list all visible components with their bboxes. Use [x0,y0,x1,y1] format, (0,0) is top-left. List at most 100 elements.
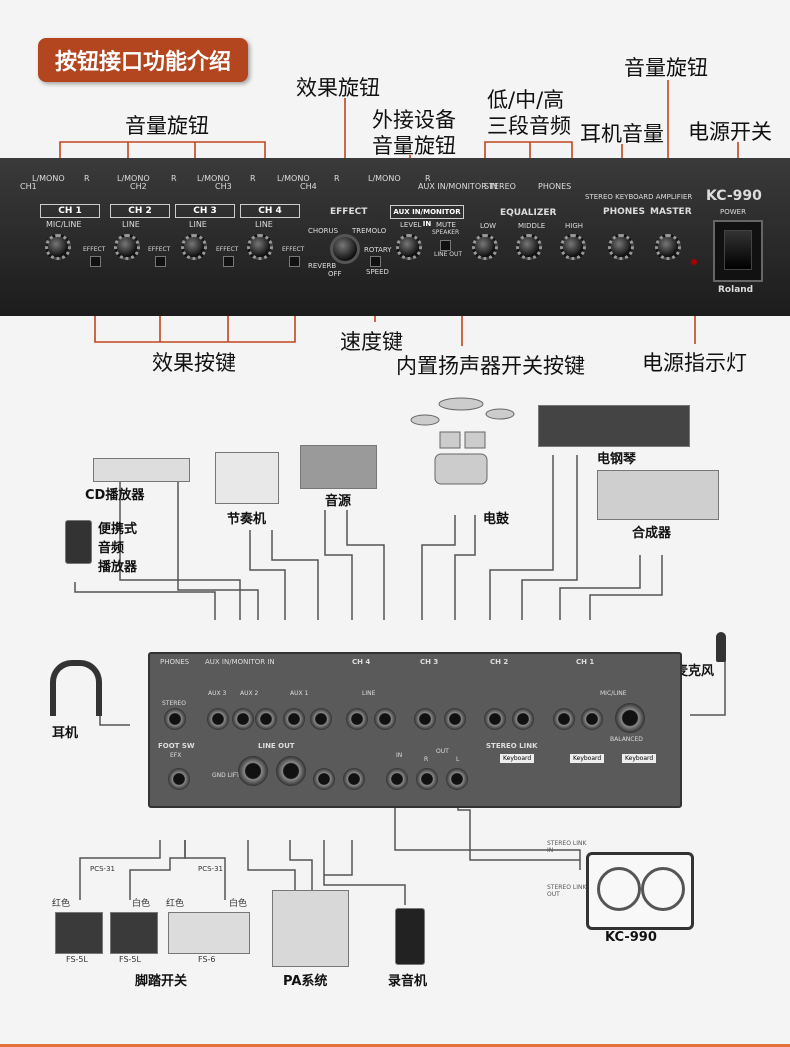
pedal-red-2: 红色 [166,896,184,909]
top-lmono-1: L/MONO [32,174,65,183]
ch2-effect-button[interactable] [155,256,166,267]
rear-ch3-r-jack[interactable] [414,708,436,730]
panel-brand: Roland [718,285,753,295]
effect-mode-tremolo: TREMOLO [352,227,386,235]
rear-footsw-jack[interactable] [168,768,190,790]
amp-model: KC-990 [706,188,762,204]
rear-ch1-l-jack[interactable] [581,708,603,730]
master-volume-knob[interactable] [655,234,681,260]
rear-lineout-r-jack[interactable] [313,768,335,790]
speaker-label: SPEAKER [432,229,459,236]
synth-device [597,470,719,520]
rear-keyboard-3: Keyboard [622,754,656,763]
aux-level-label: LEVEL [400,221,421,229]
rear-aux3: AUX 3 [208,690,226,697]
rear-lineout-l-xlr[interactable] [276,756,306,786]
ch2-volume-knob[interactable] [114,234,140,260]
top-lmono-2: L/MONO [117,174,150,183]
speed-button[interactable] [370,256,381,267]
rear-ch1-xlr-jack[interactable] [615,703,645,733]
rear-link-out-r-jack[interactable] [416,768,438,790]
top-label-ch2: CH2 [130,182,147,191]
rear-ch3-l-jack[interactable] [444,708,466,730]
ch4-volume-knob[interactable] [247,234,273,260]
rear-ch4-l-jack[interactable] [374,708,396,730]
eq-high-knob[interactable] [560,234,586,260]
aux-section-header: AUX IN/MONITOR IN [390,205,464,219]
rear-ch1-r-jack[interactable] [553,708,575,730]
rear-stereo-label: STEREO [162,700,186,707]
rear-aux-header: AUX IN/MONITOR IN [205,658,275,666]
rear-aux1-l-jack[interactable] [310,708,332,730]
power-switch[interactable] [713,220,763,282]
cd-player-label: CD播放器 [85,484,144,503]
rear-link-out-l-jack[interactable] [446,768,468,790]
pcs31-label-1: PCS-31 [90,865,115,873]
rear-aux2-l-jack[interactable] [232,708,254,730]
ch3-volume-knob[interactable] [181,234,207,260]
ch1-effect-label: EFFECT [83,246,105,253]
top-r-1: R [84,174,90,183]
ch1-effect-button[interactable] [90,256,101,267]
power-indicator-led [691,259,697,265]
rear-aux1: AUX 1 [290,690,308,697]
top-label-stereo: STEREO [484,182,516,191]
rear-ch2-l-jack[interactable] [512,708,534,730]
headphones-label: 耳机 [52,722,78,741]
top-label-ch1: CH1 [20,182,37,191]
rear-r-label: R [424,756,428,763]
amp-link-in: STEREO LINK IN [547,840,587,854]
rear-link-in-jack[interactable] [386,768,408,790]
rear-aux1-r-jack[interactable] [283,708,305,730]
rear-lineout-r-xlr[interactable] [238,756,268,786]
effect-mode-rotary: ROTARY [364,246,392,254]
rear-ch4-r-jack[interactable] [346,708,368,730]
top-r-2: R [171,174,177,183]
pcs31-label-2: PCS-31 [198,865,223,873]
pedal-white-1: 白色 [132,896,150,909]
pedals-label: 脚踏开关 [135,970,187,989]
top-label-phones: PHONES [538,182,571,191]
rear-aux3-jack[interactable] [207,708,229,730]
rear-aux2-r-jack[interactable] [255,708,277,730]
phones-label: PHONES [603,207,645,217]
eq-high-label: HIGH [565,222,583,230]
phones-volume-knob[interactable] [608,234,634,260]
line-out-label: LINE OUT [434,251,462,258]
top-label-ch4: CH4 [300,182,317,191]
synth-label: 合成器 [632,522,671,541]
fs5l-label-b: FS-5L [119,955,141,964]
rear-lineout-l-jack[interactable] [343,768,365,790]
eq-low-knob[interactable] [472,234,498,260]
effect-mode-chorus: CHORUS [308,227,338,235]
top-lmono-5: L/MONO [368,174,401,183]
rear-lineout-label: LINE OUT [258,742,295,750]
effect-selector-knob[interactable] [330,234,360,264]
rear-ch2-r-jack[interactable] [484,708,506,730]
speaker-mute-button[interactable] [440,240,451,251]
top-lmono-4: L/MONO [277,174,310,183]
rear-phones-jack[interactable] [164,708,186,730]
ch2-header: CH 2 [110,204,170,218]
ch1-volume-knob[interactable] [45,234,71,260]
rear-stereolink-label: STEREO LINK [486,742,538,750]
eq-mid-knob[interactable] [516,234,542,260]
rear-balanced: BALANCED [610,736,643,743]
ch1-label: MIC/LINE [46,220,81,229]
rear-phones-label: PHONES [160,658,189,666]
rhythm-label: 节奏机 [227,508,266,527]
headphones-device [50,660,102,716]
ch3-label: LINE [189,220,207,229]
ch4-effect-button[interactable] [289,256,300,267]
cd-player-device [93,458,190,482]
rear-ch4-header: CH 4 [352,658,370,666]
ch3-effect-button[interactable] [223,256,234,267]
eq-mid-label: MIDDLE [518,222,545,230]
rear-panel [148,652,682,808]
speed-label: SPEED [366,268,389,276]
pa-label: PA系统 [283,970,327,989]
aux-level-knob[interactable] [396,234,422,260]
portable-label-1: 便携式 [98,518,137,537]
eq-low-label: LOW [480,222,496,230]
effect-mode-reverb: REVERB [308,262,336,270]
